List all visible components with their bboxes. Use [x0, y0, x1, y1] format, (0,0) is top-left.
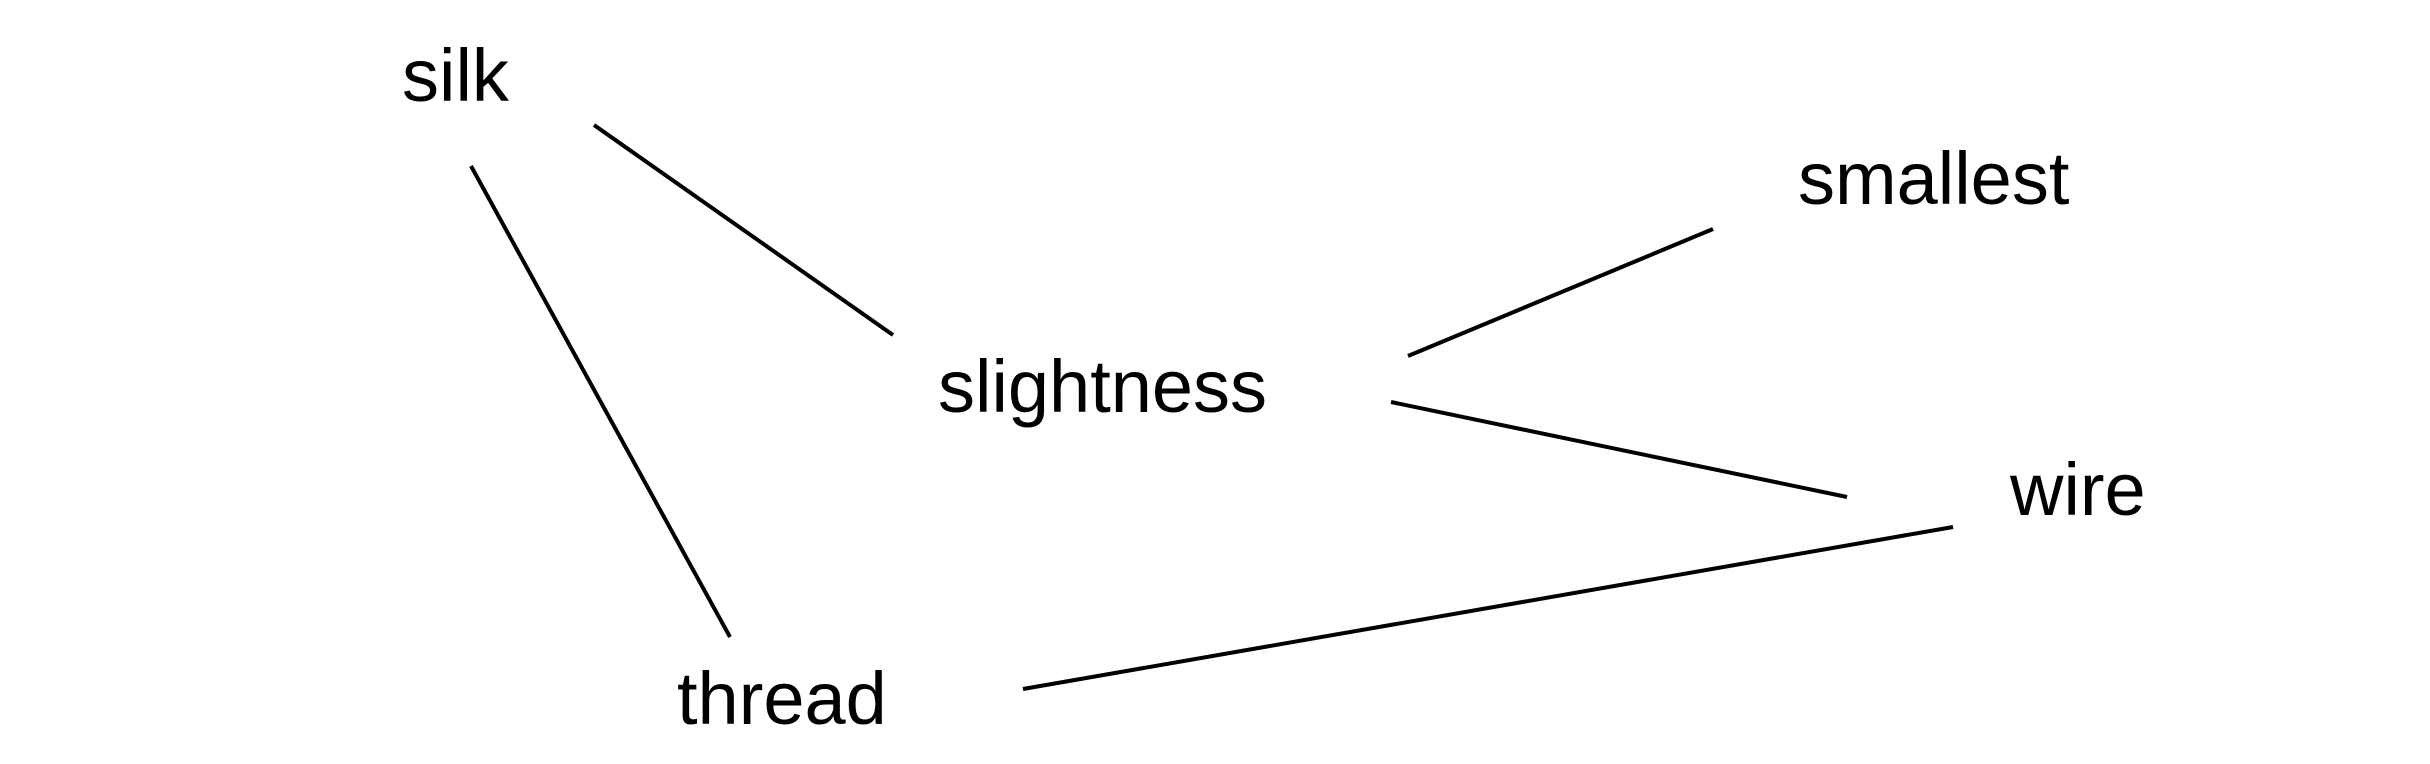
node-smallest: smallest — [1798, 137, 2070, 220]
edge-slightness-wire — [1390, 400, 1848, 499]
edge-silk-thread — [469, 165, 732, 638]
node-silk: silk — [402, 34, 510, 117]
node-thread: thread — [677, 657, 887, 740]
edge-thread-wire — [1022, 525, 1954, 691]
edge-slightness-smallest — [1407, 227, 1714, 358]
node-wire: wire — [2009, 448, 2146, 531]
edge-silk-slightness — [592, 123, 895, 337]
node-slightness: slightness — [938, 345, 1267, 428]
